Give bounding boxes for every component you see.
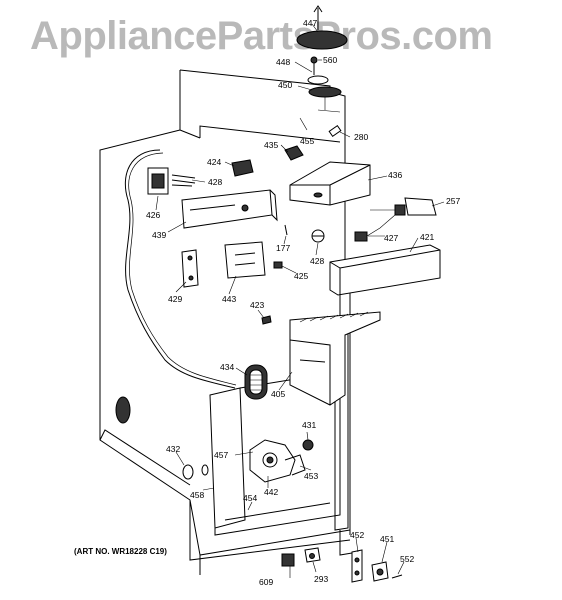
cabinet-opening — [115, 396, 131, 424]
callout-293: 293 — [314, 574, 329, 584]
cover-421 — [329, 244, 441, 296]
tab-280 — [328, 124, 342, 138]
callout-458: 458 — [190, 490, 205, 500]
duct-405 — [289, 311, 381, 406]
callout-447: 447 — [303, 18, 318, 28]
callout-454: 454 — [243, 493, 258, 503]
part-432 — [182, 464, 209, 480]
callout-451: 451 — [380, 534, 395, 544]
callout-439: 439 — [152, 230, 167, 240]
damper-450 — [308, 86, 342, 98]
cabinet-outline — [99, 69, 351, 575]
module-257 — [370, 197, 437, 216]
part-609 — [281, 553, 295, 567]
part-429 — [181, 249, 199, 288]
fan-motor-442 — [249, 439, 306, 483]
callout-405: 405 — [271, 389, 286, 399]
callout-448: 448 — [276, 57, 291, 67]
callout-431: 431 — [302, 420, 317, 430]
part-428-upper — [171, 174, 196, 187]
callout-280: 280 — [354, 132, 369, 142]
callout-257: 257 — [446, 196, 461, 206]
callout-436: 436 — [388, 170, 403, 180]
callout-423: 423 — [250, 300, 265, 310]
screw-560 — [310, 56, 318, 75]
callout-427: 427 — [384, 233, 399, 243]
callout-432: 432 — [166, 444, 181, 454]
part-431 — [302, 439, 314, 451]
art-number-note: (ART NO. WR18228 C19) — [74, 547, 167, 556]
control-housing-436 — [289, 161, 371, 206]
part-426 — [147, 167, 169, 195]
callout-428-upper: 428 — [208, 177, 223, 187]
callout-453: 453 — [304, 471, 319, 481]
callout-429: 429 — [168, 294, 183, 304]
callout-455: 455 — [300, 136, 315, 146]
part-435 — [284, 145, 304, 161]
callout-452: 452 — [350, 530, 365, 540]
part-425 — [273, 261, 283, 269]
callout-442: 442 — [264, 487, 279, 497]
grille-434 — [244, 364, 268, 400]
callout-457: 457 — [214, 450, 229, 460]
callout-450: 450 — [278, 80, 293, 90]
wire-harness — [124, 149, 236, 389]
switch-424 — [231, 159, 254, 177]
callout-428-lower: 428 — [310, 256, 325, 266]
callout-421: 421 — [420, 232, 435, 242]
callout-560: 560 — [323, 55, 338, 65]
callout-552: 552 — [400, 554, 415, 564]
callout-426: 426 — [146, 210, 161, 220]
leader-lines — [155, 23, 445, 578]
callout-424: 424 — [207, 157, 222, 167]
bracket-439 — [181, 189, 278, 229]
part-293 — [304, 547, 321, 563]
callout-434: 434 — [220, 362, 235, 372]
clip-451 — [371, 561, 389, 582]
thermostat-428 — [311, 229, 325, 243]
callout-443: 443 — [222, 294, 237, 304]
screw-552 — [391, 574, 403, 579]
connector-427 — [354, 214, 396, 242]
knob-448 — [307, 75, 329, 85]
part-443 — [224, 241, 266, 279]
cap-447 — [296, 5, 348, 50]
callout-425: 425 — [294, 271, 309, 281]
callout-435: 435 — [264, 140, 279, 150]
callout-609: 609 — [259, 577, 274, 587]
callout-177: 177 — [276, 243, 291, 253]
bracket-452 — [351, 549, 363, 583]
part-423 — [261, 315, 272, 325]
part-177 — [284, 224, 288, 236]
